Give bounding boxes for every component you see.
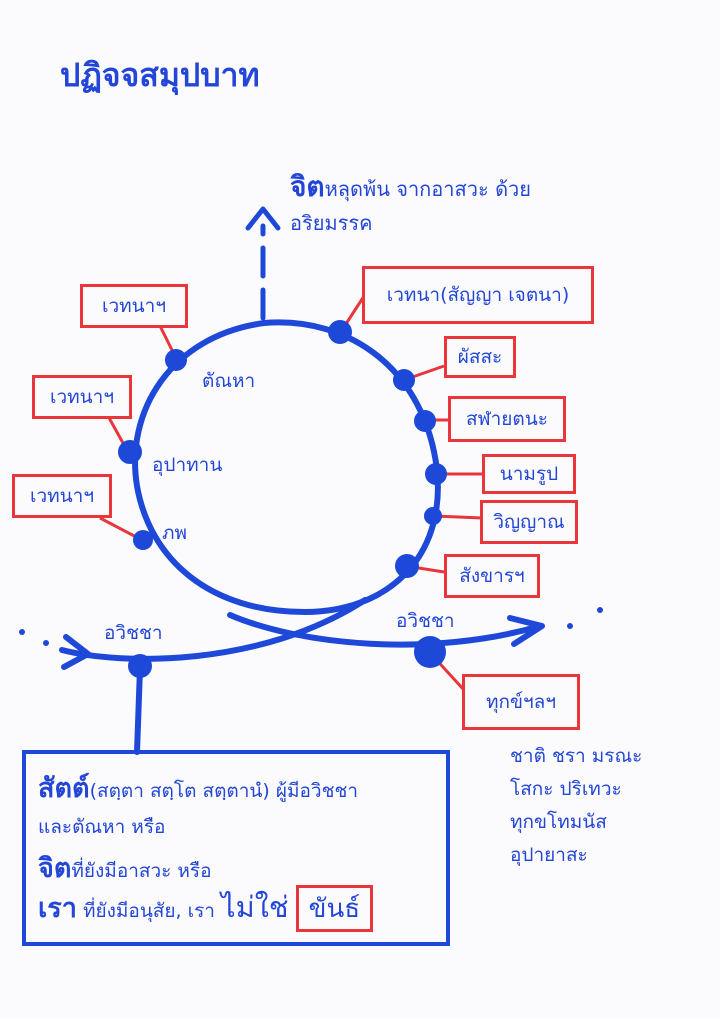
citta-heading: จิต [290,170,325,203]
vedana-box-1: เวทนาฯ [80,284,188,328]
namarupa-box: นามรูป [482,454,576,494]
liberation-note: จิตหลุดพ้น จากอาสวะ ด้วย อริยมรรค [290,170,531,240]
vedana-box-2: เวทนาฯ [32,375,132,419]
vedana-box-3: เวทนาฯ [12,474,112,518]
avijja-right-label: อวิชชา [396,610,455,632]
bhava-label: ภพ [162,522,188,544]
up-arrowhead [245,206,281,231]
right-arrow-line [227,612,543,648]
suffering-list: ชาติ ชรา มรณะ โสกะ ปริเทวะ ทุกขโทมนัส อุ… [510,740,642,872]
satta-word: สัตต์ [38,773,90,804]
phassa-box: ผัสสะ [444,336,516,378]
upadana-label: อุปาทาน [152,454,223,476]
suffering-line-2: โสกะ ปริเทวะ [510,778,622,800]
vinnana-box: วิญญาณ [480,500,578,544]
liberation-line2: อริยมรรค [290,211,373,235]
vedana-sanna-cetana-box: เวทนา(สัญญา เจตนา) [362,266,594,324]
sankhara-box: สังขารฯ [444,554,540,598]
avijja-left-label: อวิชชา [104,622,163,644]
liberation-line1: หลุดพ้น จากอาสวะ ด้วย [324,177,532,201]
citta-explanation: ที่ยังมีอาสวะ หรือ [71,860,212,882]
suffering-line-3: ทุกขโทมนัส [510,811,607,833]
node-dots [19,320,603,678]
being-definition-box: สัตต์(สตฺตา สตฺโต สตฺตานํ) ผู้มีอวิชชา แ… [22,750,450,946]
right-arrowhead [507,615,545,647]
page-title: ปฏิจจสมุปบาท [60,56,260,94]
salayatana-box: สฬายตนะ [448,396,566,442]
suffering-line-4: อุปายาสะ [510,844,588,866]
info-line-3: จิตที่ยังมีอาสวะ หรือ [38,846,212,889]
tanha-label: ตัณหา [202,370,256,392]
connector-to-box [134,665,143,755]
left-arrowhead [61,634,91,670]
info-line-1: สัตต์(สตฺตา สตฺโต สตฺตานํ) ผู้มีอวิชชา [38,766,358,809]
suffering-line-1: ชาติ ชรา มรณะ [510,745,643,767]
rao-explanation: ที่ยังมีอนุสัย, เรา [76,900,222,922]
satta-explanation: (สตฺตา สตฺโต สตฺตานํ) ผู้มีอวิชชา [89,780,359,802]
khandha-box: ขันธ์ [295,885,374,932]
info-line-2: และตัณหา หรือ [38,816,166,838]
info-line-4: เรา ที่ยังมีอนุสัย, เรา ไม่ใช่ ขันธ์ [38,884,374,932]
not-word: ไม่ใช่ [221,890,289,924]
dukkha-box: ทุกข์ฯลฯ [462,674,580,730]
citta-word: จิต [38,853,72,884]
rao-word: เรา [38,893,77,924]
